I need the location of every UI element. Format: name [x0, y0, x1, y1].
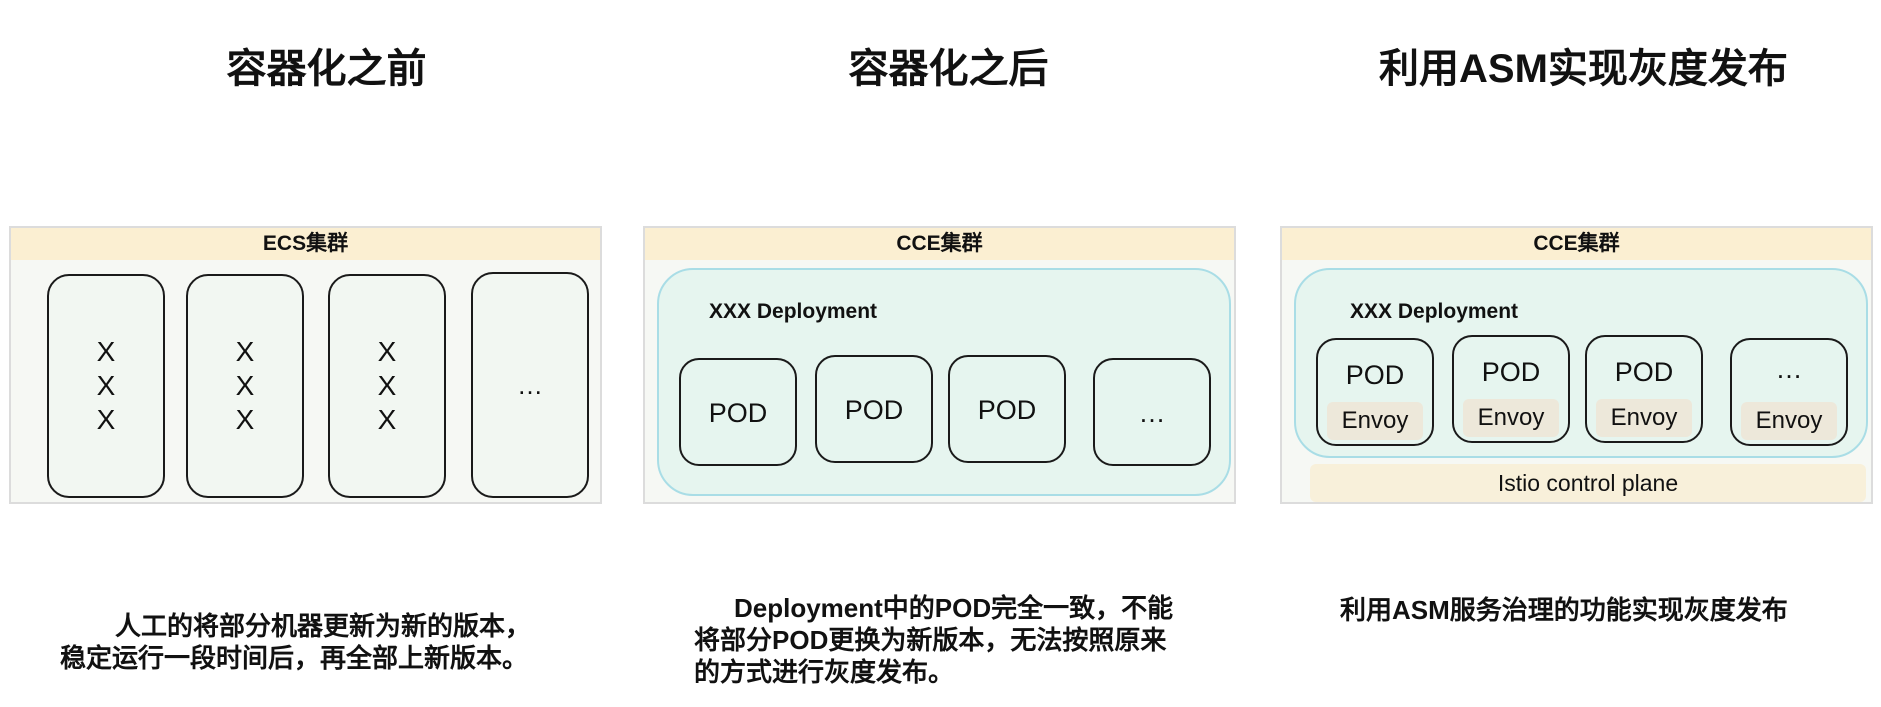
description-asm: 利用ASM服务治理的功能实现灰度发布: [1340, 594, 1860, 626]
node-line: X: [96, 336, 116, 367]
description-before: 人工的将部分机器更新为新的版本， 稳定运行一段时间后，再全部上新版本。: [60, 610, 580, 674]
pod-with-sidecar-more: … Envoy: [1730, 338, 1848, 446]
envoy-sidecar: Envoy: [1327, 402, 1423, 440]
description-line: 的方式进行灰度发布。: [694, 657, 955, 687]
pod-label: POD: [708, 398, 768, 428]
node-line: X: [377, 336, 397, 367]
node-line: X: [377, 404, 397, 435]
pod-label: POD: [1481, 357, 1541, 387]
deployment-label: XXX Deployment: [1350, 300, 1519, 323]
ecs-machine-node: X X X: [328, 274, 446, 498]
description-line: 人工的将部分机器更新为新的版本，: [115, 611, 532, 641]
node-line: X: [235, 404, 255, 435]
pod-box: POD: [815, 355, 933, 463]
title-asm-canary-release: 利用ASM实现灰度发布: [1379, 47, 1788, 91]
ecs-cluster-header: ECS集群: [11, 228, 600, 260]
cce-asm-cluster-panel: CCE集群 XXX Deployment POD Envoy POD Envoy…: [1280, 226, 1873, 504]
cce-cluster-header: CCE集群: [645, 228, 1234, 260]
ecs-cluster-panel: ECS集群 X X X X X X X X X …: [9, 226, 602, 504]
description-line: 利用ASM服务治理的功能实现灰度发布: [1340, 595, 1788, 625]
deployment-label: XXX Deployment: [709, 300, 878, 323]
description-line: 将部分POD更换为新版本，无法按照原来: [694, 625, 1167, 655]
pod-label: POD: [844, 395, 904, 425]
cce-asm-cluster-header: CCE集群: [1282, 228, 1871, 260]
ecs-machine-node: X X X: [47, 274, 165, 498]
ecs-machine-node: X X X: [186, 274, 304, 498]
ellipsis-icon: …: [1138, 398, 1166, 428]
description-line: Deployment中的POD完全一致，不能: [734, 593, 1174, 623]
pod-box: POD: [948, 355, 1066, 463]
pod-label: POD: [977, 395, 1037, 425]
deployment-container: XXX Deployment POD Envoy POD Envoy POD E…: [1294, 268, 1868, 458]
pod-box: POD: [679, 358, 797, 466]
node-line: X: [235, 370, 255, 401]
node-line: X: [377, 370, 397, 401]
title-after-containerization: 容器化之后: [848, 47, 1049, 91]
pod-with-sidecar: POD Envoy: [1585, 335, 1703, 443]
description-after: Deployment中的POD完全一致，不能 将部分POD更换为新版本，无法按照…: [694, 592, 1214, 688]
istio-control-plane: Istio control plane: [1310, 464, 1866, 502]
pod-with-sidecar: POD Envoy: [1316, 338, 1434, 446]
deployment-container: XXX Deployment POD POD POD …: [657, 268, 1231, 496]
envoy-sidecar: Envoy: [1463, 399, 1559, 437]
title-before-containerization: 容器化之前: [226, 47, 427, 91]
ellipsis-icon: …: [517, 369, 543, 400]
description-line: 稳定运行一段时间后，再全部上新版本。: [60, 643, 529, 673]
pod-with-sidecar: POD Envoy: [1452, 335, 1570, 443]
node-line: X: [235, 336, 255, 367]
envoy-sidecar: Envoy: [1596, 399, 1692, 437]
pod-label: POD: [1614, 357, 1674, 387]
node-line: X: [96, 404, 116, 435]
node-line: X: [96, 370, 116, 401]
ecs-machine-node-more: …: [471, 272, 589, 498]
pod-label: POD: [1345, 360, 1405, 390]
envoy-sidecar: Envoy: [1741, 402, 1837, 440]
ellipsis-icon: …: [1775, 354, 1803, 384]
pod-box-more: …: [1093, 358, 1211, 466]
cce-cluster-panel: CCE集群 XXX Deployment POD POD POD …: [643, 226, 1236, 504]
